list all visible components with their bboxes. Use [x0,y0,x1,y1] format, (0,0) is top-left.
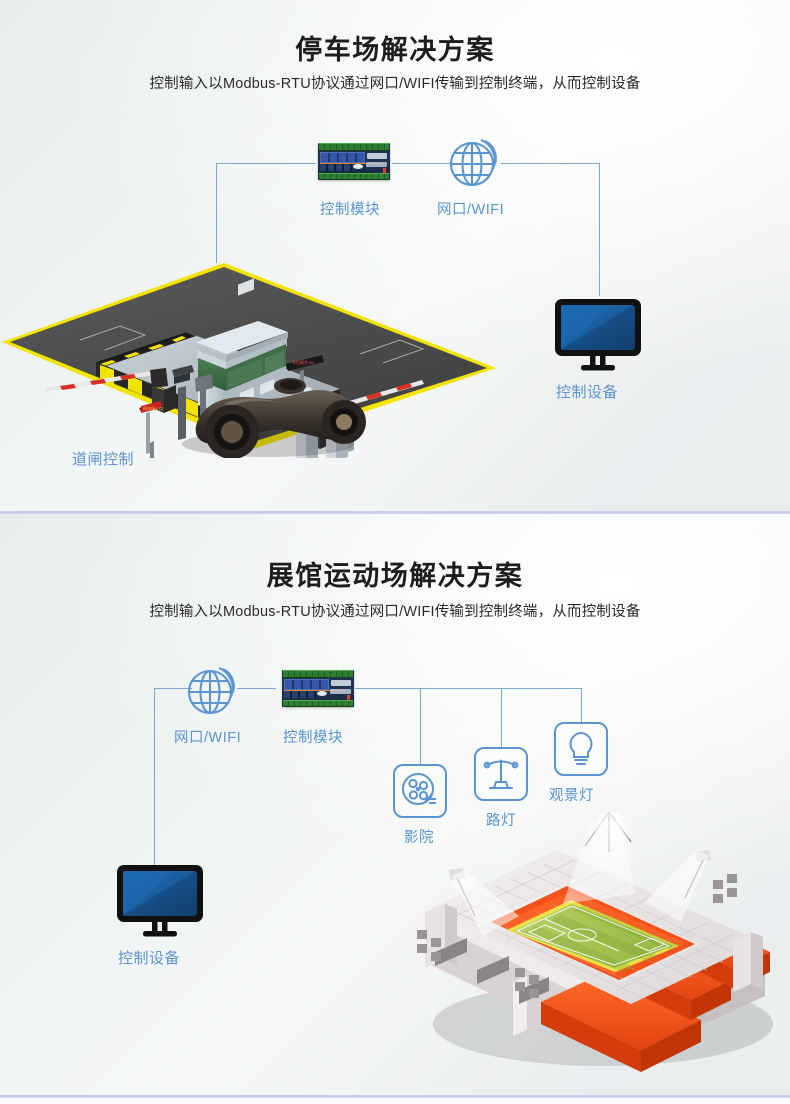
connector-line-left-to-globe-2 [154,688,192,689]
label-view-light: 观景灯 [549,788,594,804]
label-network-stadium: 网口/WIFI [174,730,242,746]
connector-line-module-to-globe [392,163,450,164]
pcb-bottom-terminal-block-2 [283,699,353,707]
connector-line-left-to-module [216,163,316,164]
pcb-orange-trace-2 [284,689,347,691]
pcb-power-led-icon-2 [346,694,350,701]
pcb-brand-logo-2 [316,690,327,696]
pcb-chip-lower [365,161,388,167]
connector-line-drop-left [216,163,217,263]
section-divider-bottom [0,1095,790,1098]
connector-line-module-to-devices [355,688,581,689]
connector-line-globe-to-right [501,163,600,164]
section-parking-solution: 停车场解决方案 控制输入以Modbus-RTU协议通过网口/WIFI传输到控制终… [0,0,790,512]
pcb-top-terminal-block-2 [283,670,353,679]
label-control-module-parking: 控制模块 [320,202,380,218]
pcb-orange-trace [320,162,383,164]
label-street-lamp: 路灯 [486,813,516,829]
pcb-brand-logo [352,163,363,169]
connector-line-globe-to-module-2 [237,688,276,689]
globe-icon [448,134,504,197]
pcb-relay-array [320,151,365,163]
pcb-relay-array-lower-2 [284,690,316,699]
connector-line-drop-bulb [581,688,582,722]
pcb-bottom-terminal-block [319,172,389,180]
label-cinema: 影院 [404,830,434,846]
pcb-chip-upper [366,152,388,159]
page-subtitle-parking: 控制输入以Modbus-RTU协议通过网口/WIFI传输到控制终端，从而控制设备 [149,76,641,92]
light-bulb-icon-box [554,722,608,776]
pcb-relay-board-icon [318,143,390,180]
parking-lot-illustration: 停车场入口 A-Q [0,258,500,475]
street-lamp-icon-box [474,747,528,801]
label-control-device-parking: 控制设备 [556,384,619,401]
pcb-relay-board-icon-2 [282,670,354,707]
section-stadium-solution: 展馆运动场解决方案 控制输入以Modbus-RTU协议通过网口/WIFI传输到控… [0,514,790,1096]
label-gate-control: 道闸控制 [72,451,135,468]
monitor-icon [552,296,644,377]
svg-text:停车场入口: 停车场入口 [143,405,163,411]
page-title-stadium: 展馆运动场解决方案 [266,561,524,591]
connector-line-drop-lamp [501,688,502,747]
pcb-chip-lower-2 [329,688,352,694]
pcb-chip-upper-2 [330,679,352,686]
label-control-device-stadium: 控制设备 [118,950,181,967]
pcb-relay-array-lower [320,163,352,172]
label-network-parking: 网口/WIFI [437,202,505,218]
page-title-parking: 停车场解决方案 [295,35,495,65]
page-subtitle-stadium: 控制输入以Modbus-RTU协议通过网口/WIFI传输到控制终端，从而控制设备 [149,604,641,620]
globe-icon-2 [186,662,242,725]
pcb-power-led-icon [382,167,386,174]
stadium-illustration [395,811,790,1077]
pcb-top-terminal-block [319,143,389,152]
pcb-relay-array-2 [284,678,329,690]
section-divider-top [0,511,790,514]
film-reel-icon-box [393,764,447,818]
connector-line-drop-right [599,163,600,296]
connector-line-drop-to-monitor [154,688,155,865]
svg-text:车位剩余 86: 车位剩余 86 [292,359,314,365]
connector-line-drop-cinema [420,688,421,764]
label-control-module-stadium: 控制模块 [283,730,343,746]
monitor-icon-2 [114,862,206,943]
